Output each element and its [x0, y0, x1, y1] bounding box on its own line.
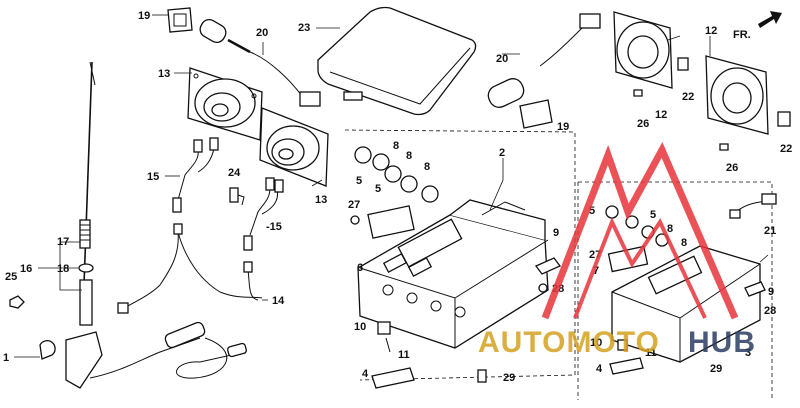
screws-26: [633, 89, 729, 151]
cover-23: [317, 6, 477, 116]
label-8-a: 8: [393, 140, 399, 152]
watermark-mountain-icon: [541, 142, 739, 320]
cover-clip: [343, 91, 363, 101]
speaker-right-rear: [705, 55, 769, 135]
label-12-upper: 12: [705, 25, 717, 37]
cable-20-left: [199, 18, 321, 107]
label-2: 2: [499, 147, 505, 159]
label-15-upper: 15: [147, 171, 159, 183]
radio-unit-center: [357, 199, 549, 349]
front-direction-text: FR.: [733, 29, 751, 41]
knobs-and-buttons-center: [354, 146, 439, 239]
label-15-lower: -15: [266, 221, 282, 233]
watermark-brand-part1: AUTOMOTO: [478, 326, 660, 359]
clips-22: [677, 57, 791, 127]
front-direction-marker: FR.: [733, 11, 782, 41]
antenna-connector: [164, 321, 206, 349]
antenna-tip: [89, 61, 96, 86]
antenna-plug: [227, 342, 247, 358]
label-7: 7: [593, 265, 599, 277]
antenna-nut: [78, 263, 94, 273]
cap-19-right: [519, 99, 553, 129]
label-29-right: 29: [710, 363, 722, 375]
label-4-center: 4: [362, 368, 369, 380]
label-25: 25: [5, 271, 17, 283]
label-20-right: 20: [496, 53, 508, 65]
label-5-d: 5: [650, 209, 656, 221]
label-13-upper: 13: [158, 68, 170, 80]
antenna-bolt: [9, 295, 25, 309]
label-8-e: 8: [681, 237, 687, 249]
label-5-c: 5: [589, 205, 595, 217]
label-12-lower: 12: [655, 109, 667, 121]
cable-20-right: [487, 13, 601, 108]
harness-connector-24: [229, 187, 245, 206]
label-1: 1: [3, 352, 9, 364]
label-20-left: 20: [256, 27, 268, 39]
label-21: 21: [764, 225, 776, 237]
harness-21: [729, 193, 777, 219]
antenna-spring: [79, 219, 91, 249]
speaker-left-front: [187, 67, 263, 141]
radio-frame: [344, 129, 576, 381]
label-27-center: 27: [348, 199, 360, 211]
label-16: 16: [20, 263, 32, 275]
label-18: 18: [57, 263, 69, 275]
label-17: 17: [57, 236, 69, 248]
label-11-center: 11: [398, 349, 410, 361]
part-number-labels: 19 20 23 13 15 24 13 -15 14 17 16 18 25 …: [3, 10, 792, 384]
speaker-left-rear: [259, 107, 329, 187]
label-8-d: 8: [667, 223, 673, 235]
antenna-tube: [79, 279, 93, 326]
label-8-c: 8: [424, 161, 430, 173]
watermark-inner-peak-icon: [573, 216, 707, 319]
label-19-left: 19: [138, 10, 150, 22]
antenna-base-housing: [65, 331, 103, 389]
label-29-center: 29: [503, 372, 515, 384]
brackets-and-screws-center: [350, 215, 562, 389]
label-5-a: 5: [356, 175, 362, 187]
label-10-center: 10: [354, 321, 366, 333]
antenna-mast: [83, 61, 93, 286]
label-4-right: 4: [596, 363, 603, 375]
sub-harness-lower: [243, 177, 284, 251]
label-6: 6: [357, 262, 363, 274]
watermark-brand-part2: HUB: [688, 326, 756, 359]
speaker-right-front: [613, 11, 673, 89]
sub-harness-upper: [172, 137, 219, 213]
antenna-assembly: [9, 61, 247, 389]
label-14: 14: [272, 295, 285, 307]
leader-lines: [14, 14, 769, 358]
label-10-right: 10: [590, 337, 602, 349]
label-22-lower: 22: [780, 143, 792, 155]
main-wire-harness: [117, 223, 263, 314]
label-24: 24: [228, 167, 241, 179]
label-5-b: 5: [375, 183, 381, 195]
cap-19-left: [167, 7, 193, 33]
antenna-grommet: [39, 340, 56, 360]
label-22-upper: 22: [682, 91, 694, 103]
label-9-center: 9: [553, 227, 559, 239]
antenna-cable: [89, 337, 201, 379]
label-13-lower: 13: [315, 194, 327, 206]
label-3: 3: [745, 347, 751, 359]
watermark-logo: AUTOMOTO HUB: [478, 142, 756, 359]
label-9-right: 9: [768, 286, 774, 298]
label-26-upper: 26: [637, 118, 649, 130]
label-26-lower: 26: [726, 162, 738, 174]
label-23: 23: [298, 22, 310, 34]
label-11-right: 11: [645, 347, 657, 359]
knob-plate-4: [371, 367, 415, 389]
front-arrow-icon: [758, 11, 782, 28]
label-28-right: 28: [764, 305, 776, 317]
label-19-right: 19: [557, 121, 569, 133]
label-8-b: 8: [406, 150, 412, 162]
